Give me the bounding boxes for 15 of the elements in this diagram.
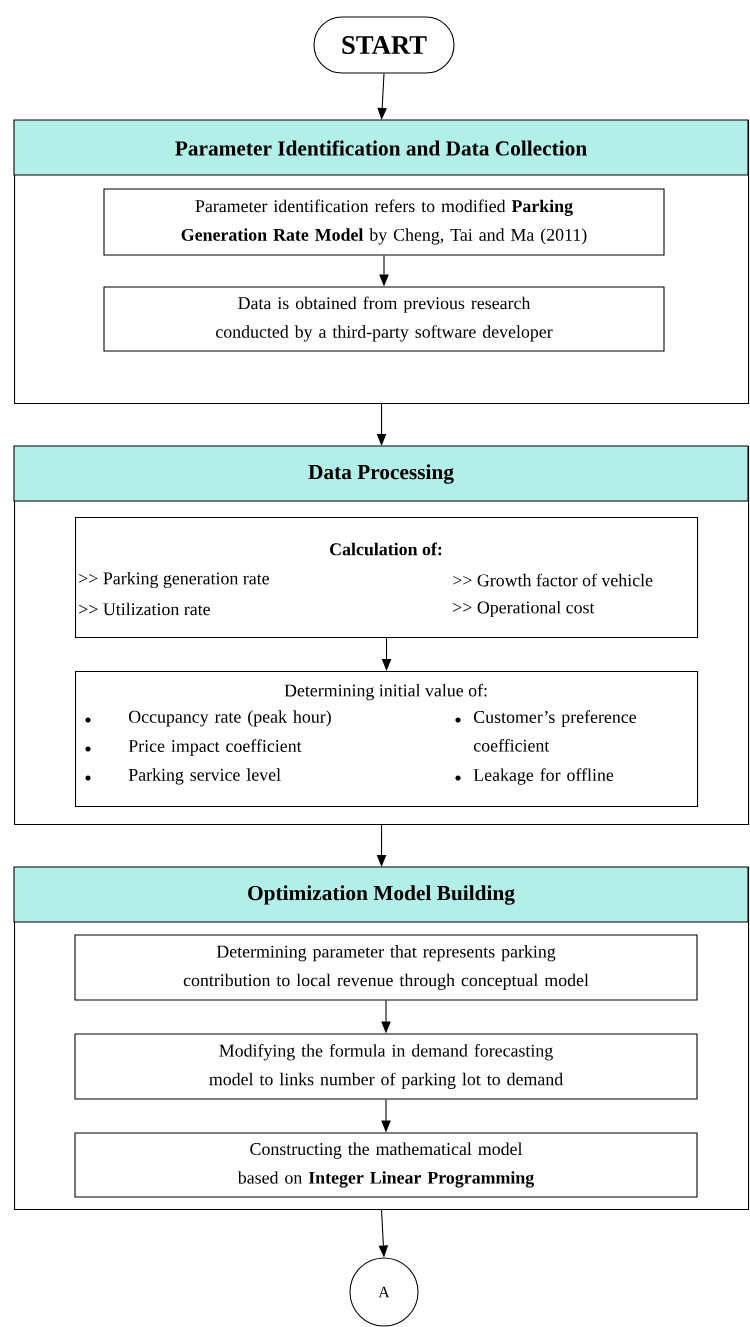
process-box: Constructing the mathematical model based on Integer Linear Programming [74,1132,698,1198]
process-box: Data is obtained from previous research conducted by a third-party software developer [103,286,665,352]
arrow [376,824,387,867]
list-item: Leakage for offline [455,768,614,785]
list-item: Customer’s preference coefficient [455,710,637,752]
process-box: Modifying the formula in demand forecasting model to links number of parking lot to demand [74,1033,698,1100]
start-terminal: START [313,16,455,74]
list-item: Parking service level [85,768,281,785]
process-box: Parameter identification refers to modified Parking Generation Rate Model by Cheng, Tai and Ma (2011) [103,188,665,256]
arrow [376,403,387,446]
process-box: Calculation of: >> Parking generation rate >> Growth factor of vehicle >> Utilization rate >> Operational cost [75,517,699,639]
list-item: Price impact coefficient [85,739,302,756]
arrow [377,73,387,120]
list-item: Occupancy rate (peak hour) [85,710,331,727]
process-box: Determining parameter that represents parking contribution to local revenue through conceptual model [74,934,698,1001]
